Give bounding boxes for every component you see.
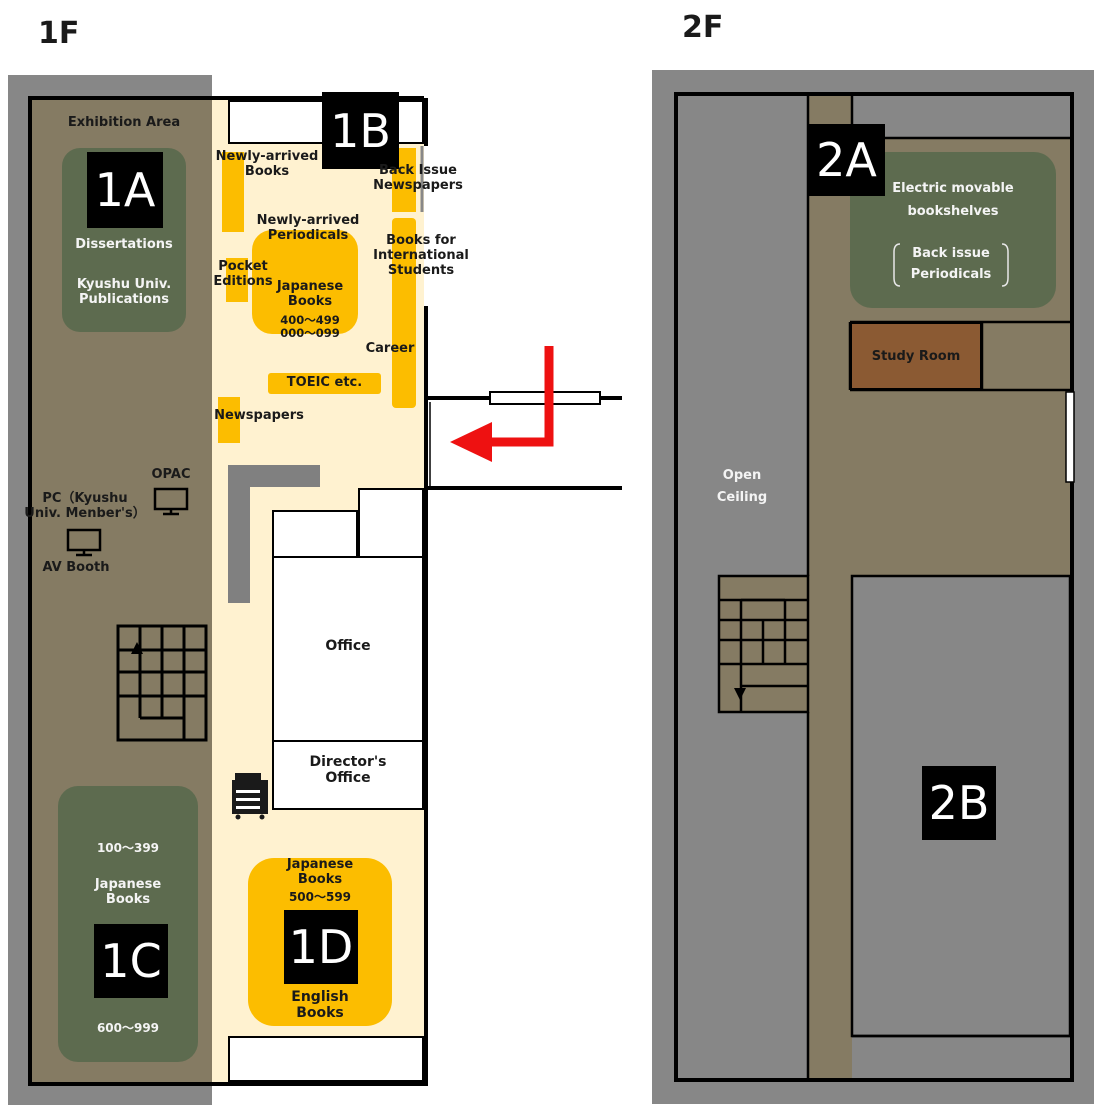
label-electric-shelves: Electric movable bookshelves	[892, 181, 1014, 219]
label-directors-office: Director's Office	[309, 754, 387, 787]
shelf-intl-books	[392, 218, 416, 408]
label-opac: OPAC	[151, 467, 191, 482]
room-small-2	[358, 488, 424, 558]
partition-horizontal	[228, 465, 320, 487]
zone-1c-tag: 1C	[94, 924, 168, 998]
shelf-newly-books	[222, 152, 244, 232]
copier-icon	[232, 773, 268, 820]
shelf-japanese-a	[252, 230, 358, 334]
bracket-icon	[893, 243, 1009, 287]
shelf-newspapers	[218, 397, 240, 443]
directors-office-room	[272, 740, 424, 810]
label-english-books: English Books	[291, 989, 349, 1022]
stairs-1f-icon	[116, 624, 208, 742]
opac-monitor-icon	[153, 487, 189, 516]
shelf-toeic	[268, 373, 381, 394]
zone-1b-tag: 1B	[322, 92, 399, 169]
label-open-ceiling: Open Ceiling	[716, 468, 768, 506]
label-japanese-books-a: Japanese Books	[276, 279, 344, 309]
zone-1d-tag: 1D	[284, 910, 358, 984]
room-bottom-white	[228, 1036, 424, 1082]
label-intl-books: Books for International Students	[373, 233, 469, 278]
label-pc: PC（Kyushu Univ. Menber's）	[24, 491, 146, 521]
label-dissertations: Dissertations	[75, 237, 173, 252]
zone-2b-tag: 2B	[922, 766, 996, 840]
label-newly-books: Newly-arrived Books	[215, 149, 319, 179]
label-career: Career	[365, 341, 415, 356]
label-range-500-599: 500～599	[288, 890, 352, 904]
label-newly-periodicals: Newly-arrived Periodicals	[256, 213, 360, 243]
pc-monitor-icon	[66, 528, 102, 557]
zone-2a-tag: 2A	[808, 124, 885, 196]
label-jp-ranges-a: 400～499 000～099	[280, 313, 340, 341]
partition-vertical	[228, 465, 250, 603]
label-exhibition-area: Exhibition Area	[67, 115, 181, 130]
label-japanese-books-c: Japanese Books	[94, 877, 162, 907]
label-japanese-books-d: Japanese Books	[286, 857, 354, 887]
label-office: Office	[325, 638, 371, 654]
office-room	[272, 556, 424, 742]
label-toeic: TOEIC etc.	[286, 375, 363, 390]
label-newspapers: Newspapers	[214, 408, 304, 423]
label-study-room: Study Room	[871, 349, 961, 364]
label-back-issue-news: Back Issue Newspapers	[373, 163, 463, 193]
label-pocket-editions: Pocket Editions	[213, 259, 273, 289]
taupe-strip-2f	[808, 94, 852, 1080]
label-range-100-399: 100～399	[96, 841, 160, 855]
shelf-pocket	[226, 258, 248, 302]
floor-label-1f: 1F	[38, 16, 80, 51]
stairs-2f-icon	[717, 574, 810, 714]
entrance-arrow-icon	[450, 346, 554, 462]
room-small-1	[272, 510, 358, 558]
zone-1a-tag: 1A	[87, 152, 163, 228]
floor-label-2f: 2F	[682, 10, 724, 45]
label-kyushu-pubs: Kyushu Univ. Publications	[76, 277, 172, 307]
label-range-600-999: 600～999	[96, 1021, 160, 1035]
label-back-issue-periodicals: Back issue Periodicals	[910, 246, 992, 282]
label-av-booth: AV Booth	[42, 560, 110, 575]
